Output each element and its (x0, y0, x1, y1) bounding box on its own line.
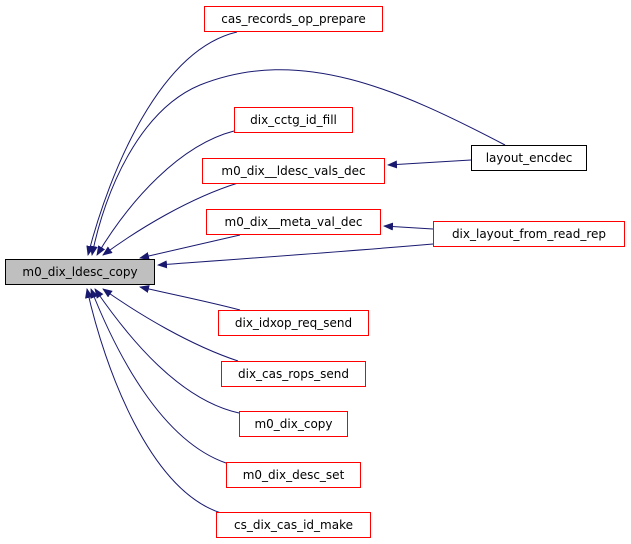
node-dix-idxop-req-send[interactable]: dix_idxop_req_send (218, 310, 369, 336)
edge-layout_encdec-to-m0_dix__ldesc_vals_dec (387, 159, 472, 169)
node-dix-layout-from-read-rep[interactable]: dix_layout_from_read_rep (433, 221, 625, 247)
edge-dix_layout_from_read_rep-to-m0_dix__meta_val_dec (383, 222, 434, 231)
edge-cs_dix_cas_id_make-to-main (85, 288, 222, 514)
node-m0-dix-ldesc-copy: m0_dix_ldesc_copy (5, 259, 155, 285)
edge-layout_encdec-to-main (89, 69, 506, 256)
node-label: cs_dix_cas_id_make (233, 518, 353, 532)
edge-dix_cas_rops_send-to-main (102, 288, 239, 362)
edge-dix_layout_from_read_rep-to-main (157, 243, 434, 269)
node-m0-dix-meta-val-dec[interactable]: m0_dix__meta_val_dec (206, 209, 381, 235)
edge-m0_dix__meta_val_dec-to-main (139, 234, 241, 260)
edge-m0_dix_copy-to-main (94, 288, 240, 414)
node-label: cas_records_op_prepare (221, 12, 366, 26)
node-m0-dix-copy[interactable]: m0_dix_copy (239, 411, 348, 437)
node-dix-cctg-id-fill[interactable]: dix_cctg_id_fill (234, 107, 353, 133)
edge-dix_idxop_req_send-to-main (139, 285, 241, 311)
node-label: dix_idxop_req_send (234, 316, 353, 330)
node-cas-records-op-prepare[interactable]: cas_records_op_prepare (204, 6, 383, 32)
node-label: dix_cas_rops_send (238, 367, 349, 381)
edge-m0_dix__ldesc_vals_dec-to-main (102, 182, 239, 256)
edge-cas_records_op_prepare-to-main (86, 31, 238, 256)
node-cs-dix-cas-id-make[interactable]: cs_dix_cas_id_make (216, 512, 371, 538)
node-label: layout_encdec (485, 151, 573, 165)
node-label: m0_dix__ldesc_vals_dec (221, 164, 366, 178)
node-layout-encdec[interactable]: layout_encdec (471, 145, 587, 171)
node-label: m0_dix_copy (254, 417, 333, 431)
node-m0-dix-ldesc-vals-dec[interactable]: m0_dix__ldesc_vals_dec (202, 158, 385, 184)
node-label: m0_dix_desc_set (242, 468, 345, 482)
edge-dix_cctg_id_fill-to-main (96, 130, 235, 256)
node-label: dix_cctg_id_fill (250, 113, 337, 127)
node-m0-dix-desc-set[interactable]: m0_dix_desc_set (226, 462, 361, 488)
node-label: m0_dix__meta_val_dec (224, 215, 363, 229)
edge-m0_dix_desc_set-to-main (90, 288, 227, 464)
node-label: m0_dix_ldesc_copy (22, 265, 138, 279)
node-label: dix_layout_from_read_rep (451, 227, 607, 241)
node-dix-cas-rops-send[interactable]: dix_cas_rops_send (221, 361, 366, 387)
